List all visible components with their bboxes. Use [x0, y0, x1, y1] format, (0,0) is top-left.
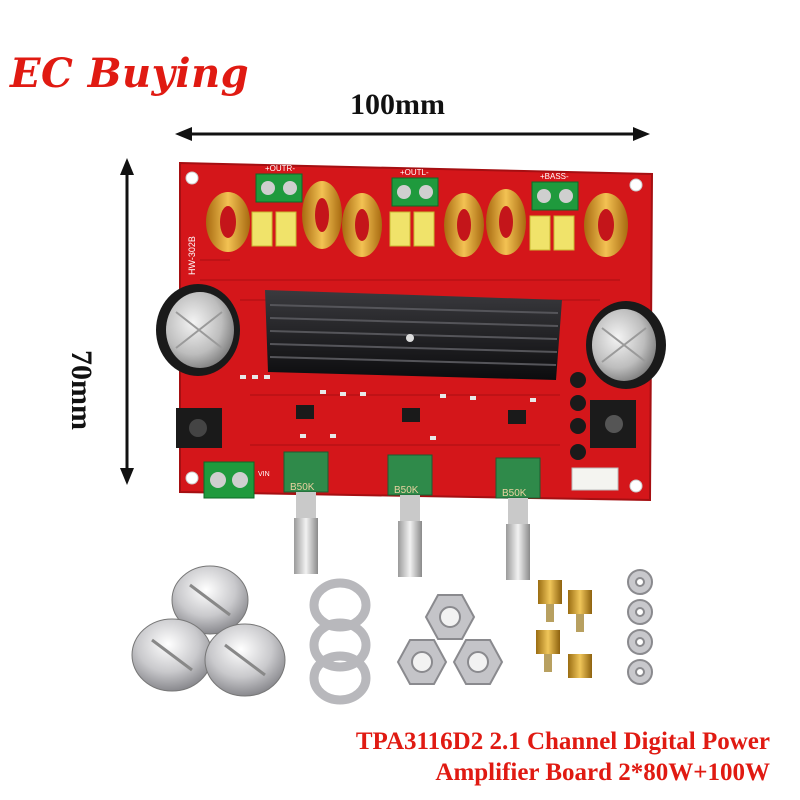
aluminium-knobs [131, 565, 286, 697]
film-capacitors [251, 211, 575, 251]
caption-line-1: TPA3116D2 2.1 Channel Digital Power [355, 728, 770, 755]
width-dimension-label: 100mm [350, 88, 445, 121]
input-terminal [203, 461, 255, 499]
brass-standoffs [536, 580, 592, 678]
pot-label-2: B50K [394, 485, 419, 496]
dc-power-jack [176, 408, 222, 448]
pot-label-3: B50K [502, 488, 527, 499]
small-nuts [627, 569, 653, 685]
width-dimension-arrow [175, 127, 650, 141]
inductor-coils [206, 181, 628, 257]
electrolytic-capacitor-right [586, 301, 666, 389]
pot-label-1: B50K [290, 482, 315, 493]
heatsink [265, 290, 562, 380]
height-dimension-arrow [120, 158, 134, 485]
amplifier-chips [296, 405, 526, 424]
washers [309, 578, 371, 705]
audio-input-jack [590, 400, 636, 448]
input-label: VIN [258, 471, 270, 478]
potentiometer-volume [283, 451, 329, 574]
potentiometer-bass [495, 457, 541, 580]
output-label-right: +OUTR- [265, 164, 295, 173]
smd-components [240, 375, 536, 440]
output-label-left: +OUTL- [400, 168, 429, 177]
hex-nuts [396, 594, 504, 685]
output-terminals [255, 173, 579, 211]
electrolytic-capacitor-left [156, 284, 240, 376]
signal-connector [571, 467, 619, 491]
potentiometer-treble [387, 454, 433, 577]
output-label-bass: +BASS- [540, 172, 569, 181]
brand-logo: EC Buying [10, 50, 250, 97]
small-capacitors [570, 372, 586, 460]
caption-line-2: Amplifier Board 2*80W+100W [435, 758, 770, 786]
model-silkscreen: HW-302B [187, 236, 197, 275]
product-caption: TPA3116D2 2.1 Channel Digital Power Ampl… [356, 727, 770, 788]
